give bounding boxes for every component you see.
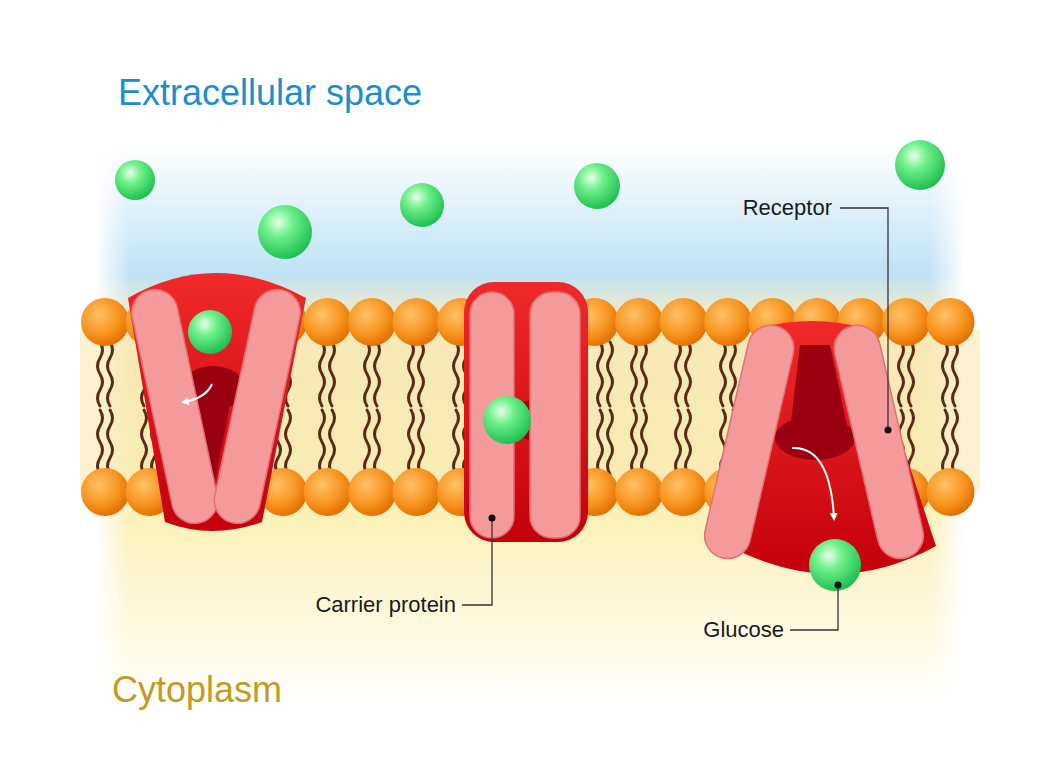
region-label: Cytoplasm [112,669,282,710]
part-label: Glucose [703,617,784,642]
part-label: Receptor [743,195,832,220]
part-label: Carrier protein [315,592,456,617]
region-label: Extracellular space [118,72,422,113]
